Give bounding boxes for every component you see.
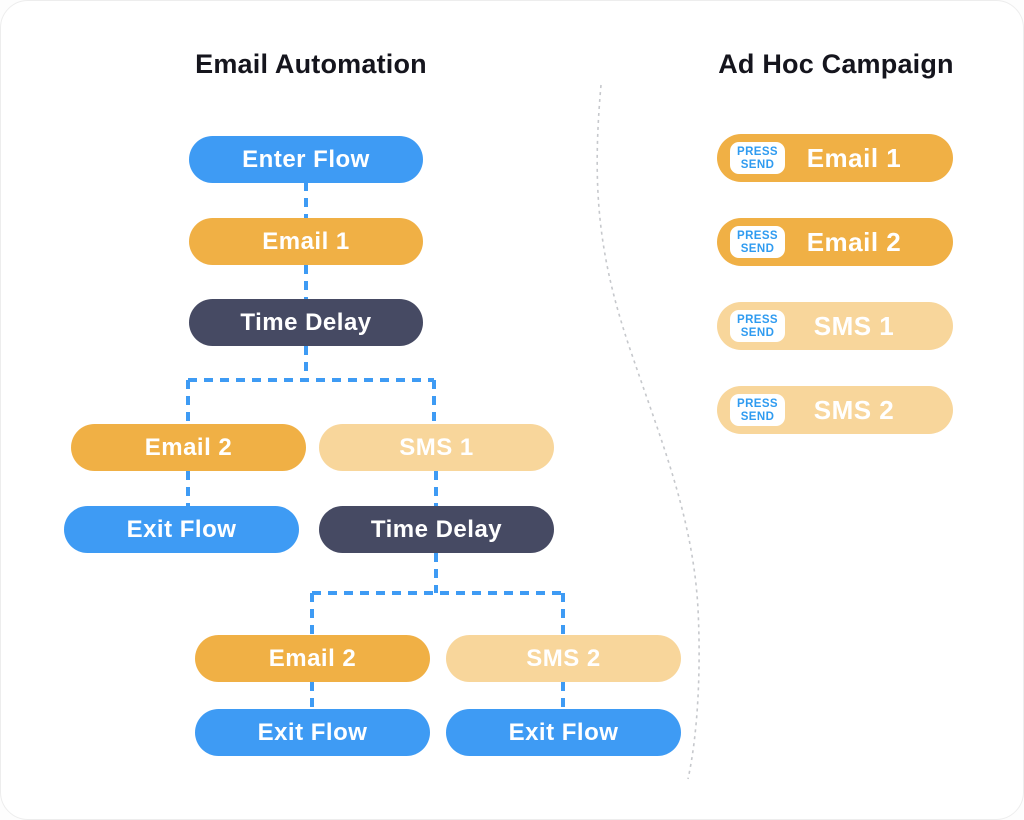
adhoc-email-1: PRESS SEND Email 1 [717,134,953,182]
node-label: SMS 2 [526,644,601,672]
email-automation-title: Email Automation [195,49,427,79]
node-exit-flow-a: Exit Flow [64,506,299,553]
adhoc-sms-2: PRESS SEND SMS 2 [717,386,953,434]
node-enter-flow: Enter Flow [189,136,423,183]
adhoc-email-2: PRESS SEND Email 2 [717,218,953,266]
press-send-badge: PRESS SEND [730,393,785,427]
node-label: Exit Flow [508,718,619,746]
node-sms-1: SMS 1 [319,424,554,471]
press-send-badge-line1: PRESS [737,397,778,410]
node-exit-flow-b: Exit Flow [195,709,430,756]
node-email-2b: Email 2 [195,635,430,682]
node-label: Exit Flow [126,515,237,543]
node-label: Email 2 [144,433,233,461]
adhoc-label: Email 1 [806,142,902,173]
press-send-badge-line2: SEND [740,326,775,339]
node-label: Time Delay [370,515,503,543]
press-send-badge-line1: PRESS [737,229,778,242]
node-label: Time Delay [240,308,372,336]
adhoc-label: SMS 2 [813,394,895,425]
press-send-badge: PRESS SEND [730,309,785,343]
press-send-badge-line1: PRESS [737,313,778,326]
node-label: Enter Flow [242,145,370,173]
node-label: Email 2 [268,644,357,672]
node-time-delay-1: Time Delay [189,299,423,346]
adhoc-label: SMS 1 [813,310,895,341]
press-send-badge: PRESS SEND [730,225,785,259]
press-send-badge-line1: PRESS [737,145,778,158]
adhoc-sms-1: PRESS SEND SMS 1 [717,302,953,350]
press-send-badge-line2: SEND [740,242,775,255]
press-send-badge-line2: SEND [740,410,775,423]
node-sms-2: SMS 2 [446,635,681,682]
node-time-delay-2: Time Delay [319,506,554,553]
press-send-badge: PRESS SEND [730,141,785,175]
press-send-badge-line2: SEND [740,158,775,171]
ad-hoc-campaign-title: Ad Hoc Campaign [718,49,954,79]
node-label: Email 1 [262,227,350,255]
adhoc-label: Email 2 [806,226,902,257]
node-label: SMS 1 [399,433,474,461]
node-email-2a: Email 2 [71,424,306,471]
node-email-1: Email 1 [189,218,423,265]
node-label: Exit Flow [257,718,368,746]
node-exit-flow-c: Exit Flow [446,709,681,756]
